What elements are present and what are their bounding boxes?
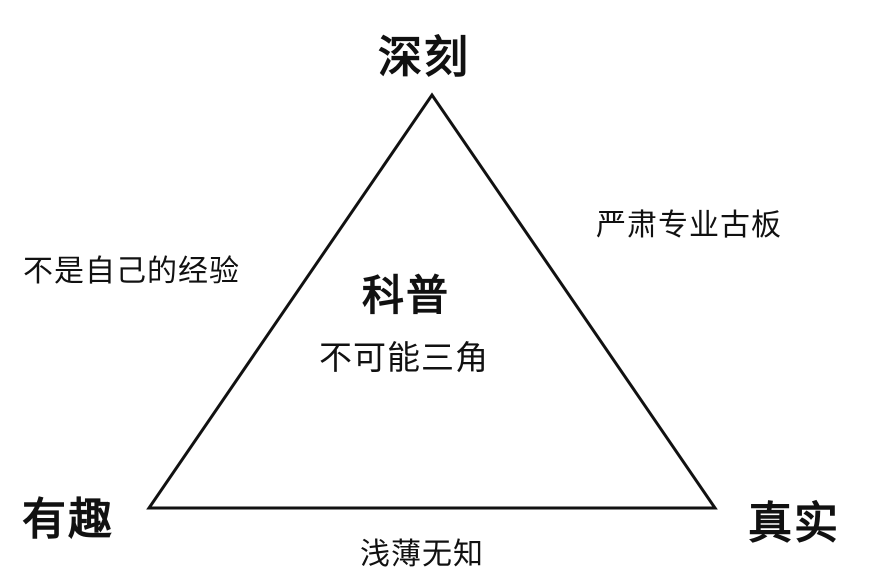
edge-label-left: 不是自己的经验: [23, 254, 240, 289]
vertex-label-bottom-right: 真实: [748, 498, 840, 549]
center-title: 科普: [362, 271, 451, 320]
vertex-label-top: 深刻: [378, 32, 470, 83]
center-subtitle: 不可能三角: [319, 338, 489, 377]
vertex-label-bottom-left: 有趣: [22, 494, 114, 545]
edge-label-right: 严肃专业古板: [596, 208, 782, 243]
edge-label-bottom: 浅薄无知: [360, 537, 484, 572]
triangle-outline: [146, 92, 718, 510]
